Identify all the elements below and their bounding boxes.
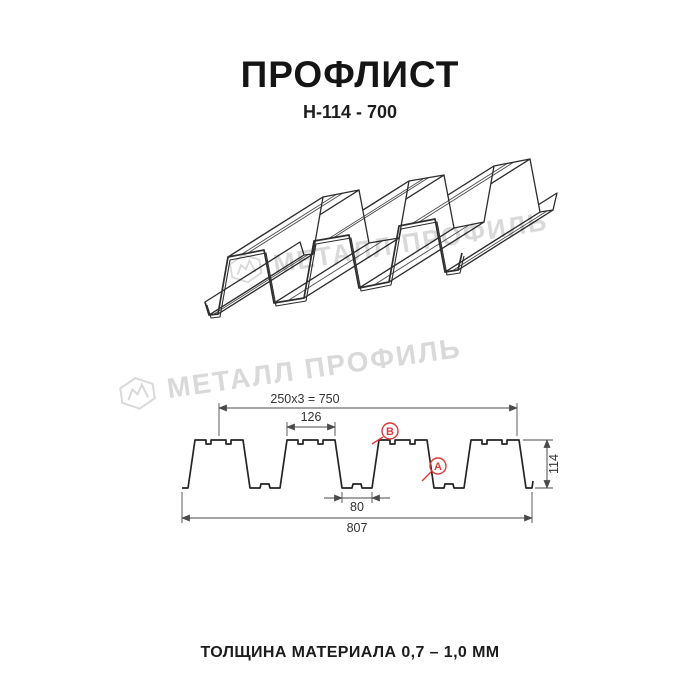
material-thickness-caption: ТОЛЩИНА МАТЕРИАЛА 0,7 – 1,0 ММ (200, 644, 500, 661)
marker-b-badge: В (371, 422, 399, 445)
dim-crest-top: 126 (286, 410, 336, 436)
dim-trough-bottom: 80 (324, 492, 390, 514)
dim-pitch-total: 250x3 = 750 (218, 392, 518, 436)
marker-b-letter: В (386, 426, 394, 438)
dim-crest-top-label: 126 (301, 410, 322, 424)
profile-model-subtitle: Н-114 - 700 (302, 102, 398, 122)
profile-cross-section: 250x3 = 750 126 80 (181, 392, 561, 535)
profile-3d-view (204, 158, 558, 319)
dim-profile-height: 114 (523, 439, 561, 489)
dim-overall-width-label: 807 (347, 521, 368, 535)
dim-overall-width: 807 (181, 492, 533, 535)
dim-pitch-total-label: 250x3 = 750 (270, 392, 339, 406)
dim-trough-bottom-label: 80 (350, 500, 364, 514)
page-title: ПРОФЛИСТ (240, 54, 460, 95)
marker-a-badge: А (421, 457, 447, 482)
dim-profile-height-label: 114 (547, 454, 561, 474)
marker-a-letter: А (434, 461, 442, 473)
